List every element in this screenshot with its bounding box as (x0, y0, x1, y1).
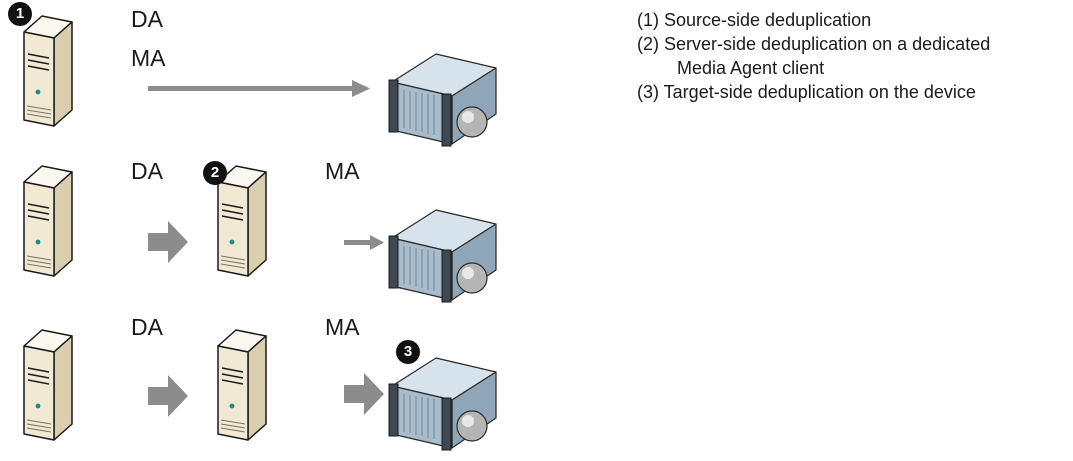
arrow-icon (148, 80, 370, 97)
legend-item-2-line2: Media Agent client (677, 58, 825, 78)
server-icon (23, 329, 73, 441)
arrow-icon (344, 373, 384, 415)
label-ma-row3: MA (325, 314, 360, 340)
server-icon (23, 165, 73, 277)
arrow-icon (148, 221, 188, 263)
storage-device-icon (388, 209, 497, 303)
legend-item-1: (1) Source-side deduplication (637, 10, 872, 30)
server-icon (23, 15, 73, 127)
legend: (1) Source-side deduplication (2) Server… (637, 8, 990, 104)
label-da-row1: DA (131, 6, 163, 32)
label-ma-row1: MA (131, 45, 166, 71)
label-ma-row2: MA (325, 158, 360, 184)
storage-device-icon (388, 53, 497, 147)
legend-item-2-line1: (2) Server-side deduplication on a dedic… (637, 34, 991, 54)
arrow-icon (148, 375, 188, 417)
badge-1: 1 (8, 2, 32, 26)
label-da-row2: DA (131, 158, 163, 184)
server-icon (217, 329, 267, 441)
label-da-row3: DA (131, 314, 163, 340)
storage-device-icon (388, 357, 497, 451)
badge-3: 3 (396, 340, 420, 364)
server-icon (217, 165, 267, 277)
arrow-icon (344, 235, 384, 250)
legend-item-3: (3) Target-side deduplication on the dev… (637, 82, 976, 102)
legend-item-2: (2) Server-side deduplication on a dedic… (637, 32, 990, 80)
badge-2: 2 (203, 161, 227, 185)
